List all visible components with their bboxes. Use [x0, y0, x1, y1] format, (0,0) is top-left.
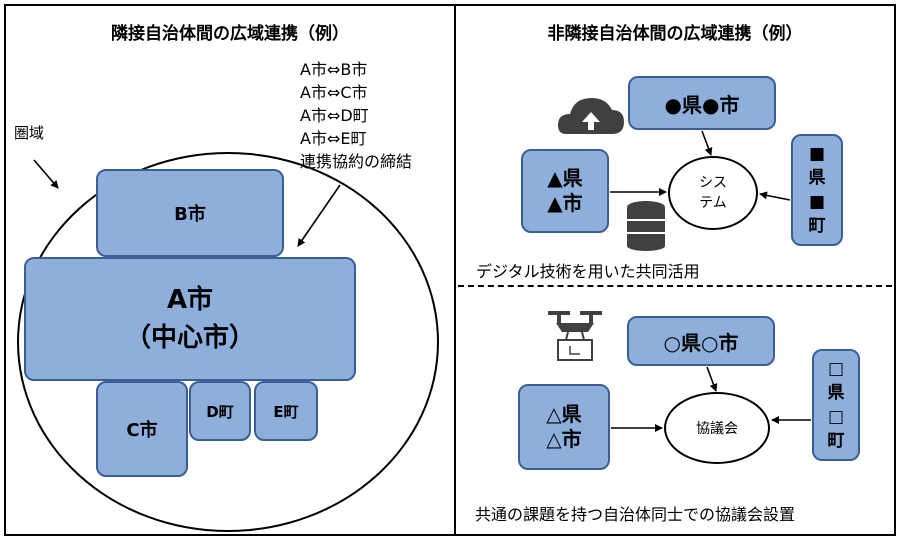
- top-right-char4: 町: [808, 216, 826, 236]
- city-a-sub-label: （中心市）: [124, 323, 255, 353]
- bottom-right-town-box: □ 県 □ 町: [812, 349, 860, 461]
- agreement-arrow: [297, 184, 341, 247]
- bottom-right-char4: 町: [827, 431, 845, 451]
- town-e-label: E町: [273, 402, 299, 421]
- system-oval: シス テム: [668, 156, 758, 230]
- bottom-prefecture-city-box: ○県○市: [627, 316, 775, 366]
- top-prefecture-city-box: ●県●市: [628, 76, 776, 130]
- top-caption: デジタル技術を用いた共同活用: [476, 262, 700, 281]
- council-label: 協議会: [696, 421, 738, 437]
- arrow-top-to-system: [701, 130, 713, 156]
- top-left-pref-label: ▲県: [547, 166, 583, 190]
- city-b-label: B市: [174, 204, 206, 225]
- town-e-box: E町: [254, 381, 318, 441]
- city-a-box: A市 （中心市）: [24, 257, 356, 381]
- top-right-char3: ■: [808, 192, 826, 212]
- bottom-prefecture-city-label: ○県○市: [663, 330, 739, 355]
- bottom-left-city-box: △県 △市: [518, 384, 610, 470]
- right-title: 非隣接自治体間の広域連携（例）: [547, 24, 803, 44]
- top-left-city-box: ▲県 ▲市: [521, 149, 609, 233]
- region-label: 圏域: [14, 124, 45, 142]
- left-title: 隣接自治体間の広域連携（例）: [111, 24, 349, 44]
- note-a-c: A市⇔C市: [300, 83, 368, 102]
- agreement-notes: A市⇔B市 A市⇔C市 A市⇔D町 A市⇔E町 連携協約の締結: [300, 58, 412, 173]
- region-circle: [17, 152, 439, 532]
- top-right-char2: 県: [808, 168, 826, 188]
- bottom-right-char3: □: [827, 407, 845, 427]
- top-prefecture-city-label: ●県●市: [664, 92, 740, 117]
- note-a-e: A市⇔E町: [300, 129, 367, 148]
- city-c-box: C市: [96, 381, 188, 477]
- town-d-box: D町: [189, 381, 251, 441]
- bottom-caption: 共通の課題を持つ自治体同士での協議会設置: [475, 505, 796, 524]
- top-left-city-label: ▲市: [547, 191, 583, 215]
- right-panel: [454, 4, 896, 536]
- cloud-upload-icon: [558, 98, 624, 134]
- system-label-line2: テム: [699, 195, 727, 211]
- bottom-left-city-label: △市: [546, 427, 582, 451]
- note-a-d: A市⇔D町: [300, 106, 369, 125]
- note-agreement: 連携協約の締結: [300, 152, 413, 171]
- top-right-town-box: ■ 県 ■ 町: [791, 134, 843, 246]
- city-a-label: A市: [166, 285, 214, 315]
- bottom-left-pref-label: △県: [546, 402, 582, 426]
- database-icon: [627, 201, 665, 251]
- arrow-right-to-system: [759, 191, 791, 201]
- city-b-box: B市: [96, 169, 284, 257]
- system-label-line1: シス: [699, 175, 727, 191]
- bottom-right-char2: 県: [827, 383, 845, 403]
- note-a-b: A市⇔B市: [300, 60, 368, 79]
- bottom-right-char1: □: [827, 359, 845, 379]
- top-right-char1: ■: [808, 144, 826, 164]
- council-oval: 協議会: [664, 392, 770, 464]
- section-divider: [458, 285, 892, 287]
- arrow-top-to-council: [706, 366, 718, 392]
- city-c-label: C市: [126, 420, 158, 441]
- region-arrow: [33, 159, 59, 189]
- town-d-label: D町: [206, 402, 234, 421]
- drone-icon: [548, 311, 602, 361]
